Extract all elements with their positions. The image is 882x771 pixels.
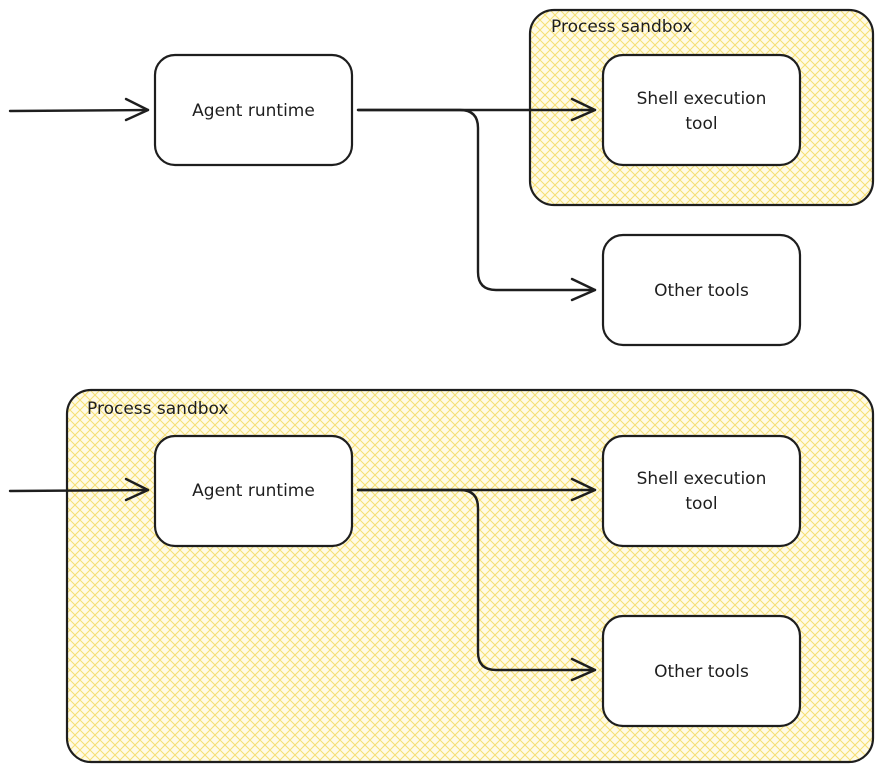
bottom-input-edge xyxy=(8,488,150,493)
bottom-other-tools-node: Other tools xyxy=(601,614,802,728)
top-shell-execution-node: Shell execution tool xyxy=(601,53,802,167)
top-agent-runtime-node: Agent runtime xyxy=(153,53,354,167)
bottom-agent-to-other-edge xyxy=(356,488,597,672)
top-input-arrowhead xyxy=(124,97,150,122)
bottom-other-tools-label: Other tools xyxy=(654,662,749,682)
bottom-shell-execution-node: Shell execution tool xyxy=(601,434,802,548)
top-shell-execution-label-line2: tool xyxy=(685,114,717,134)
bottom-shell-execution-label-line1: Shell execution xyxy=(637,469,767,489)
bottom-shell-arrowhead xyxy=(570,477,597,502)
bottom-edges xyxy=(8,477,597,682)
top-agent-runtime-label: Agent runtime xyxy=(192,101,315,121)
top-other-tools-node: Other tools xyxy=(601,233,802,347)
bottom-sandbox-label: Process sandbox xyxy=(87,399,228,419)
top-diagram: Process sandbox Agent runtime Shell exec… xyxy=(8,8,875,347)
top-other-tools-label: Other tools xyxy=(654,281,749,301)
top-shell-arrowhead xyxy=(570,97,597,122)
top-input-edge xyxy=(8,108,150,113)
bottom-shell-execution-label-line2: tool xyxy=(685,494,717,514)
bottom-agent-runtime-label: Agent runtime xyxy=(192,481,315,501)
bottom-agent-runtime-node: Agent runtime xyxy=(153,434,354,548)
bottom-diagram: Process sandbox Agent runtime Shell exec… xyxy=(8,388,875,764)
top-other-arrowhead xyxy=(570,277,597,302)
bottom-input-arrowhead xyxy=(124,477,150,502)
top-shell-execution-label-line1: Shell execution xyxy=(637,89,767,109)
top-sandbox-label: Process sandbox xyxy=(551,17,692,37)
top-edges xyxy=(8,97,597,302)
top-agent-to-other-edge xyxy=(356,108,597,292)
bottom-other-arrowhead xyxy=(570,657,597,682)
